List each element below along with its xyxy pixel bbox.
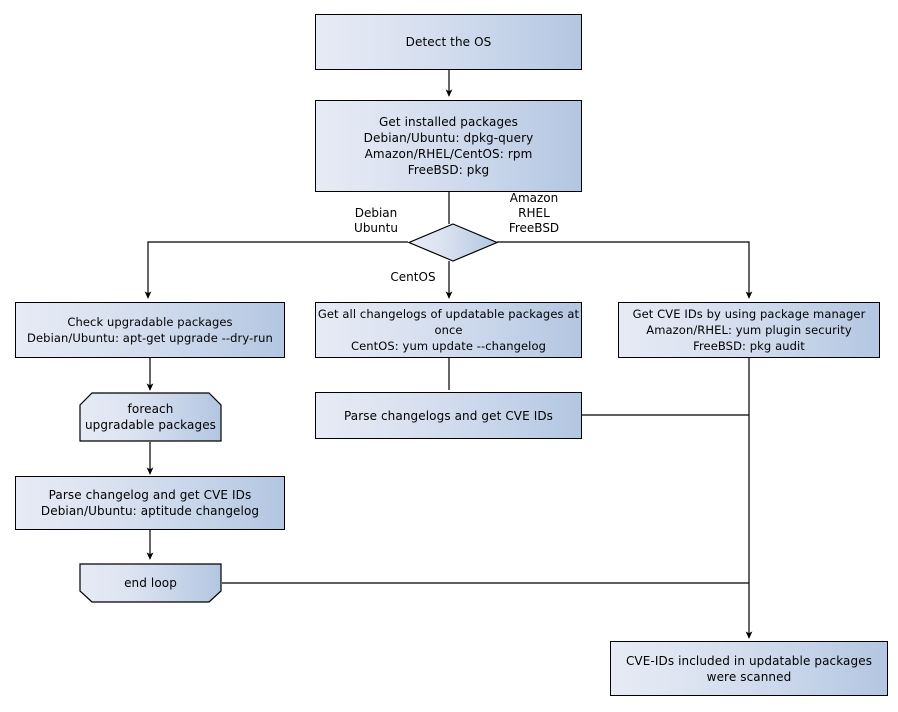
loop-end-shape-icon bbox=[79, 563, 222, 603]
edge-label-centos: CentOS bbox=[390, 270, 436, 284]
node-detect-os[interactable]: Detect the OS bbox=[315, 14, 582, 70]
node-parse-changelog-debian-label: Parse changelog and get CVE IDs Debian/U… bbox=[40, 488, 260, 518]
node-end-loop[interactable]: end loop bbox=[79, 563, 222, 603]
node-parse-changelogs-centos[interactable]: Parse changelogs and get CVE IDs bbox=[315, 392, 582, 439]
node-scan-result[interactable]: CVE-IDs included in updatable packages w… bbox=[610, 641, 888, 696]
edge-decision-to-check-upgradable bbox=[144, 241, 408, 299]
node-os-decision[interactable] bbox=[408, 223, 498, 262]
node-get-cve-package-manager-label: Get CVE IDs by using package manager Ama… bbox=[632, 307, 866, 353]
node-check-upgradable-packages-label: Check upgradable packages Debian/Ubuntu:… bbox=[27, 315, 273, 345]
node-get-all-changelogs[interactable]: Get all changelogs of updatable packages… bbox=[315, 302, 582, 358]
node-get-all-changelogs-label: Get all changelogs of updatable packages… bbox=[317, 307, 580, 353]
node-detect-os-label: Detect the OS bbox=[405, 35, 492, 49]
node-end-loop-label: end loop bbox=[124, 576, 177, 590]
node-parse-changelog-debian[interactable]: Parse changelog and get CVE IDs Debian/U… bbox=[15, 476, 285, 530]
edge-label-debian-ubuntu: Debian Ubuntu bbox=[354, 206, 398, 235]
node-foreach-loop-start[interactable]: foreach upgradable packages bbox=[79, 392, 222, 442]
loop-start-shape-icon bbox=[79, 392, 222, 442]
node-get-cve-package-manager[interactable]: Get CVE IDs by using package manager Ama… bbox=[618, 302, 880, 358]
edge-decision-to-cve-pkgmgr bbox=[497, 241, 753, 299]
node-check-upgradable-packages[interactable]: Check upgradable packages Debian/Ubuntu:… bbox=[15, 302, 285, 358]
node-foreach-loop-start-label: foreach upgradable packages bbox=[84, 402, 217, 432]
edge-label-amazon-rhel-freebsd: Amazon RHEL FreeBSD bbox=[508, 191, 560, 235]
node-get-installed-packages[interactable]: Get installed packages Debian/Ubuntu: dp… bbox=[315, 100, 582, 192]
node-parse-changelogs-centos-label: Parse changelogs and get CVE IDs bbox=[343, 408, 554, 423]
node-scan-result-label: CVE-IDs included in updatable packages w… bbox=[625, 653, 873, 684]
diamond-shape-icon bbox=[408, 223, 498, 262]
node-get-installed-packages-label: Get installed packages Debian/Ubuntu: dp… bbox=[363, 115, 534, 177]
